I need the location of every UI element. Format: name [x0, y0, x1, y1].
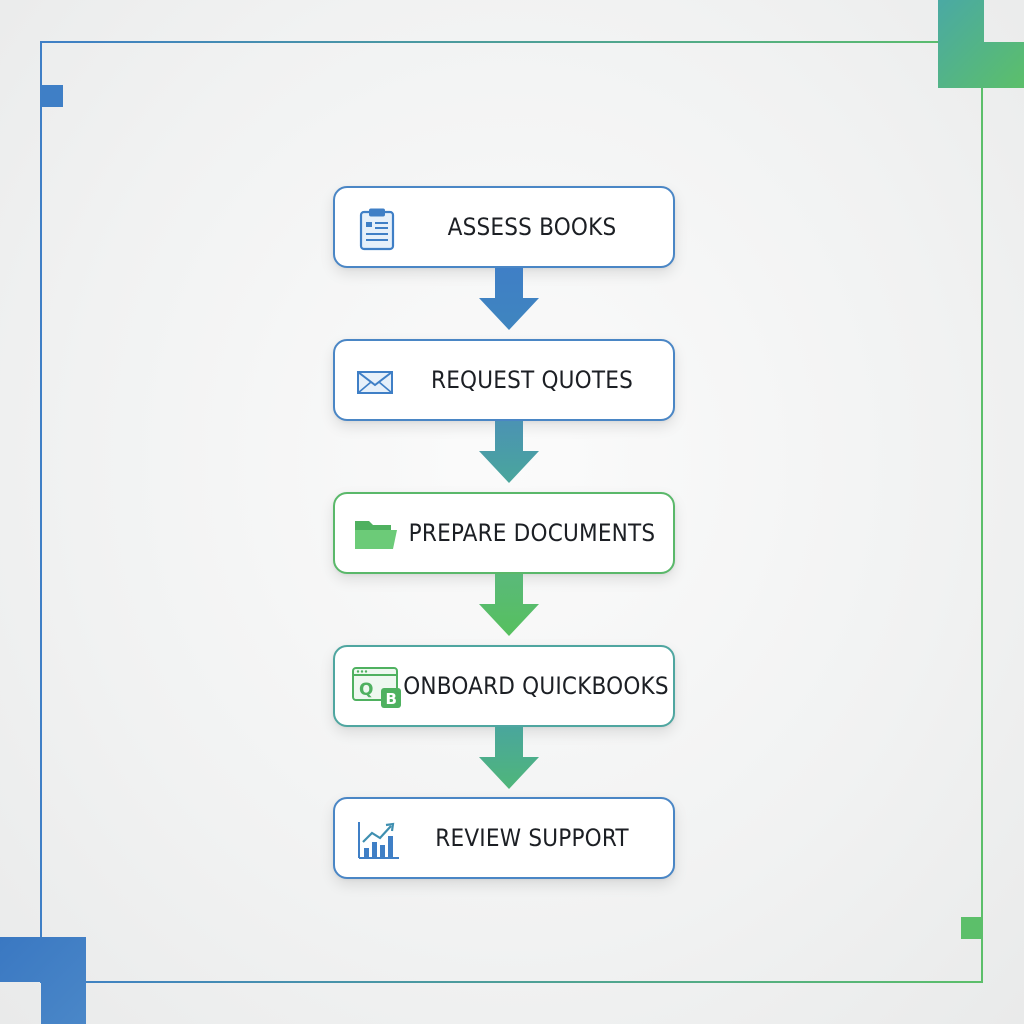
step-label: REVIEW SUPPORT — [435, 824, 629, 852]
folder-icon — [355, 521, 397, 549]
step-request-quotes: REQUEST QUOTES — [333, 339, 675, 421]
corner-accent-top-right — [938, 0, 1024, 88]
step-label: ONBOARD QUICKBOOKS — [403, 672, 669, 700]
flow-arrow-3 — [479, 574, 539, 636]
step-review-support: REVIEW SUPPORT — [333, 797, 675, 879]
flow-arrow-2 — [479, 421, 539, 483]
quickbooks-b-letter: B — [386, 690, 397, 708]
growth-chart-icon — [358, 822, 399, 859]
flow-arrow-1 — [479, 268, 539, 330]
step-label: ASSESS BOOKS — [447, 213, 617, 241]
quickbooks-q-letter: Q — [359, 680, 373, 700]
step-label: REQUEST QUOTES — [431, 366, 633, 394]
corner-square-bottom-right — [961, 917, 982, 939]
step-label: PREPARE DOCUMENTS — [408, 519, 656, 547]
step-prepare-documents: PREPARE DOCUMENTS — [333, 492, 675, 574]
envelope-icon — [357, 371, 393, 394]
step-assess-books: ASSESS BOOKS — [333, 186, 675, 268]
clipboard-icon — [359, 208, 395, 251]
quickbooks-window-icon: Q B — [352, 667, 401, 708]
flow-arrow-4 — [479, 727, 539, 789]
corner-square-top-left — [41, 85, 63, 107]
step-onboard-quickbooks: Q B ONBOARD QUICKBOOKS — [333, 645, 675, 727]
corner-accent-bottom-left — [0, 937, 86, 1024]
frame-border — [40, 41, 983, 983]
